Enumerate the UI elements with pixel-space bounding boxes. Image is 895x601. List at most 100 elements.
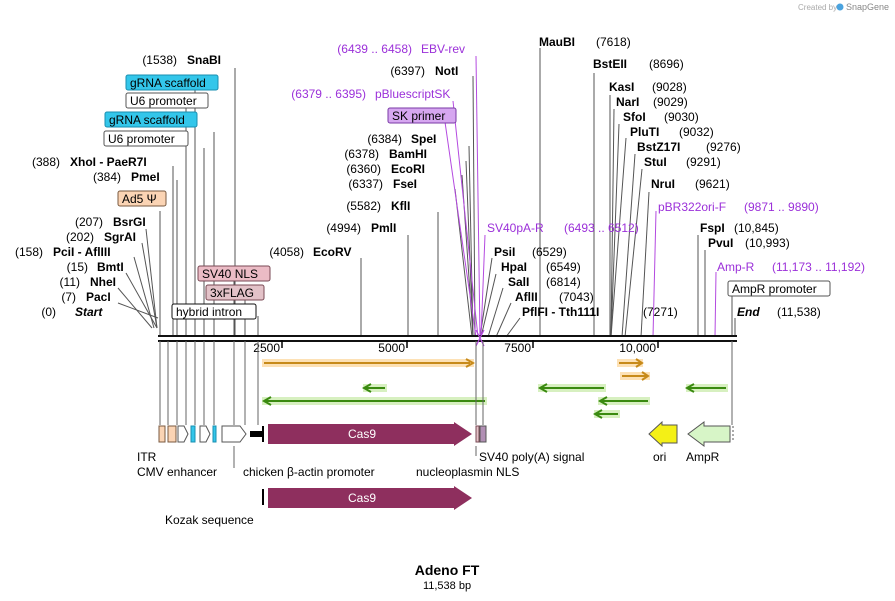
site-pmli-label: PmlI <box>371 221 396 235</box>
site-psii-label: PsiI <box>494 245 515 259</box>
site-kfli-position: (5582) <box>346 199 381 213</box>
primer-pbluescriptsk-label: pBluescriptSK <box>375 87 450 101</box>
site-end-label: End <box>737 305 760 319</box>
site-pvui-position: (10,993) <box>745 236 790 250</box>
site-nari-label: NarI <box>616 95 639 109</box>
site-noti-label: NotI <box>435 64 458 78</box>
site-pmei-position: (384) <box>93 170 121 184</box>
site-pvui-label: PvuI <box>708 236 733 250</box>
site-sfoi-label: SfoI <box>623 110 646 124</box>
feature-grna-scaffold-1: gRNA scaffold <box>130 76 206 90</box>
watermark-created-by: Created by <box>798 3 837 12</box>
site-nhei-position: (11) <box>60 275 80 289</box>
site-sgrai-label: SgrAI <box>104 230 136 244</box>
primer-ebv-rev-label: EBV-rev <box>421 42 465 56</box>
primer-sv40pa-r-range: (6493 .. 6512) <box>564 221 639 235</box>
primer-labels: (6439 .. 6458) EBV-rev (6379 .. 6395) pB… <box>291 42 865 274</box>
feature-u6-promoter-2: U6 promoter <box>108 132 175 146</box>
site-hpai-label: HpaI <box>501 260 527 274</box>
feature-kozak-label: Kozak sequence <box>165 513 254 527</box>
feature-ori-label: ori <box>653 450 666 464</box>
watermark-brand: SnapGene <box>846 2 889 12</box>
feature-3xflag: 3xFLAG <box>210 286 254 300</box>
tick-label-5000: 5000 <box>378 341 405 355</box>
feature-sv40-polya-label: SV40 poly(A) signal <box>479 450 584 464</box>
primer-pbr322ori-f-range: (9871 .. 9890) <box>744 200 819 214</box>
enzyme-labels-middle: (4994) PmlI (5582) KflI (6337) FseI (636… <box>326 64 458 235</box>
orf-arrows <box>261 358 728 419</box>
site-bsteii-label: BstEII <box>593 57 627 71</box>
plasmid-size: 11,538 bp <box>423 580 471 592</box>
enzyme-labels-right: PsiI (6529) HpaI (6549) SalI (6814) AflI… <box>494 35 821 319</box>
site-ecorv-label: EcoRV <box>313 245 351 259</box>
feature-drop-lines <box>159 341 733 425</box>
feature-hybrid-intron: hybrid intron <box>176 305 242 319</box>
site-pmei-label: PmeI <box>131 170 160 184</box>
site-kasi-label: KasI <box>609 80 634 94</box>
cas9-translation-track: Cas9 Kozak sequence <box>165 486 472 527</box>
site-bamhi-position: (6378) <box>344 147 379 161</box>
primer-pbr322ori-f-label: pBR322ori-F <box>658 200 726 214</box>
feature-itr-label: ITR <box>137 450 157 464</box>
feature-sv40-nls: SV40 NLS <box>202 267 258 281</box>
feature-ampr-promoter: AmpR promoter <box>732 282 817 296</box>
site-spei-label: SpeI <box>411 132 436 146</box>
site-xhoi-position: (388) <box>32 155 60 169</box>
site-nrui-label: NruI <box>651 177 675 191</box>
site-pluti-position: (9032) <box>679 125 714 139</box>
site-fsei-position: (6337) <box>348 177 383 191</box>
site-kasi-position: (9028) <box>652 80 687 94</box>
map-title-block: Adeno FT 11,538 bp <box>415 562 480 592</box>
site-noti-position: (6397) <box>390 64 425 78</box>
primer-leader-lines <box>444 55 717 338</box>
site-stui-label: StuI <box>644 155 667 169</box>
site-pluti-label: PluTI <box>630 125 659 139</box>
site-stui-position: (9291) <box>686 155 721 169</box>
site-pflfi-position: (7271) <box>643 305 678 319</box>
site-aflii-label: AflII <box>515 290 538 304</box>
feature-sk-primer: SK primer <box>392 109 445 123</box>
site-bamhi-label: BamHI <box>389 147 427 161</box>
site-fspi-position: (10,845) <box>734 221 779 235</box>
primer-ebv-rev-range: (6439 .. 6458) <box>337 42 412 56</box>
site-pmli-position: (4994) <box>326 221 361 235</box>
feature-nucleoplasmin-nls-label: nucleoplasmin NLS <box>416 465 519 479</box>
site-bstz17i-label: BstZ17I <box>637 140 680 154</box>
site-nari-position: (9029) <box>653 95 688 109</box>
site-sali-position: (6814) <box>546 275 581 289</box>
site-psii-position: (6529) <box>532 245 567 259</box>
site-maubi-position: (7618) <box>596 35 631 49</box>
tick-label-7500: 7500 <box>504 341 531 355</box>
site-kfli-label: KflI <box>391 199 410 213</box>
site-snabi-position: (1538) <box>142 53 177 67</box>
scale-ticks: 2500 5000 7500 10,000 <box>253 340 659 355</box>
site-pcii-position: (158) <box>15 245 43 259</box>
enzyme-labels-left: (0) Start (7) PacI (11) NheI (15) BmtI (… <box>15 53 351 319</box>
site-xhoi-label: XhoI - PaeR7I <box>70 155 147 169</box>
feature-cas9-label: Cas9 <box>348 427 376 441</box>
snapgene-logo-icon <box>836 3 844 11</box>
plasmid-name: Adeno FT <box>415 562 480 578</box>
site-ecorv-position: (4058) <box>269 245 304 259</box>
feature-u6-promoter-1: U6 promoter <box>130 94 197 108</box>
feature-track-labels: ITR CMV enhancer chicken β-actin promote… <box>137 446 720 479</box>
site-fspi-label: FspI <box>700 221 725 235</box>
tick-label-2500: 2500 <box>253 341 280 355</box>
site-spei-position: (6384) <box>367 132 402 146</box>
feature-ampr-label: AmpR <box>686 450 720 464</box>
primer-amp-r-label: Amp-R <box>717 260 755 274</box>
site-snabi-label: SnaBI <box>187 53 221 67</box>
feature-cmv-enhancer-label: CMV enhancer <box>137 465 217 479</box>
snapgene-watermark: Created by SnapGene <box>798 2 889 12</box>
site-paci-position: (7) <box>61 290 76 304</box>
site-fsei-label: FseI <box>393 177 417 191</box>
site-bsrgi-label: BsrGI <box>113 215 146 229</box>
site-ecori-label: EcoRI <box>391 162 425 176</box>
site-ecori-position: (6360) <box>346 162 381 176</box>
site-aflii-position: (7043) <box>559 290 594 304</box>
feature-grna-scaffold-2: gRNA scaffold <box>109 113 185 127</box>
site-hpai-position: (6549) <box>546 260 581 274</box>
site-bstz17i-position: (9276) <box>706 140 741 154</box>
site-paci-label: PacI <box>86 290 111 304</box>
